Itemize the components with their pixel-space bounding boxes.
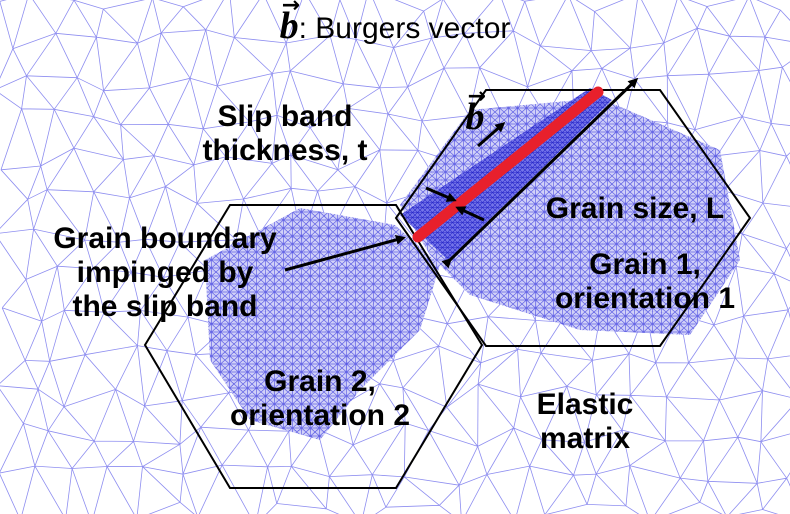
grain-boundary-label-line2: impinged by	[76, 256, 254, 289]
figure-title: b: Burgers vector	[0, 0, 790, 47]
grain-1-label: Grain 1, orientation 1	[510, 248, 780, 316]
grain-2-label: Grain 2, orientation 2	[185, 365, 455, 433]
grain-boundary-label-line1: Grain boundary	[53, 222, 277, 255]
grain-1-outline	[394, 89, 752, 347]
grain-2-label-line1: Grain 2,	[264, 365, 376, 398]
elastic-matrix-label: Elastic matrix	[500, 388, 670, 456]
grain-boundary-label: Grain boundary impinged by the slip band	[0, 222, 330, 324]
grain-2-outline	[143, 204, 484, 489]
figure-title-text: : Burgers vector	[298, 12, 511, 45]
thickness-arrow-top	[425, 186, 457, 202]
burgers-vector-label: b	[455, 80, 495, 137]
grain-2-label-line2: orientation 2	[229, 399, 410, 432]
grain-2-mesh	[205, 208, 440, 440]
burgers-vector-arrow	[477, 122, 506, 148]
thickness-arrow-bottom	[455, 206, 485, 222]
burgers-vector-label-symbol: b	[466, 80, 486, 136]
slip-band-label-line2: thickness, t	[202, 134, 368, 167]
elastic-matrix-label-line2: matrix	[539, 422, 631, 455]
grain-boundary-label-line3: the slip band	[72, 290, 258, 323]
grain-1-label-line2: orientation 1	[554, 282, 735, 315]
grain-size-arrow	[441, 77, 639, 269]
grain-1-label-line1: Grain 1,	[589, 248, 701, 281]
grain-size-label: Grain size, L	[545, 192, 725, 225]
elastic-matrix-label-line1: Elastic	[536, 388, 634, 421]
grain-boundary-arrow	[284, 235, 406, 272]
slip-band-label: Slip band thickness, t	[180, 100, 390, 168]
slip-band-label-line1: Slip band	[217, 100, 353, 133]
burgers-vector-symbol: b	[280, 0, 300, 45]
